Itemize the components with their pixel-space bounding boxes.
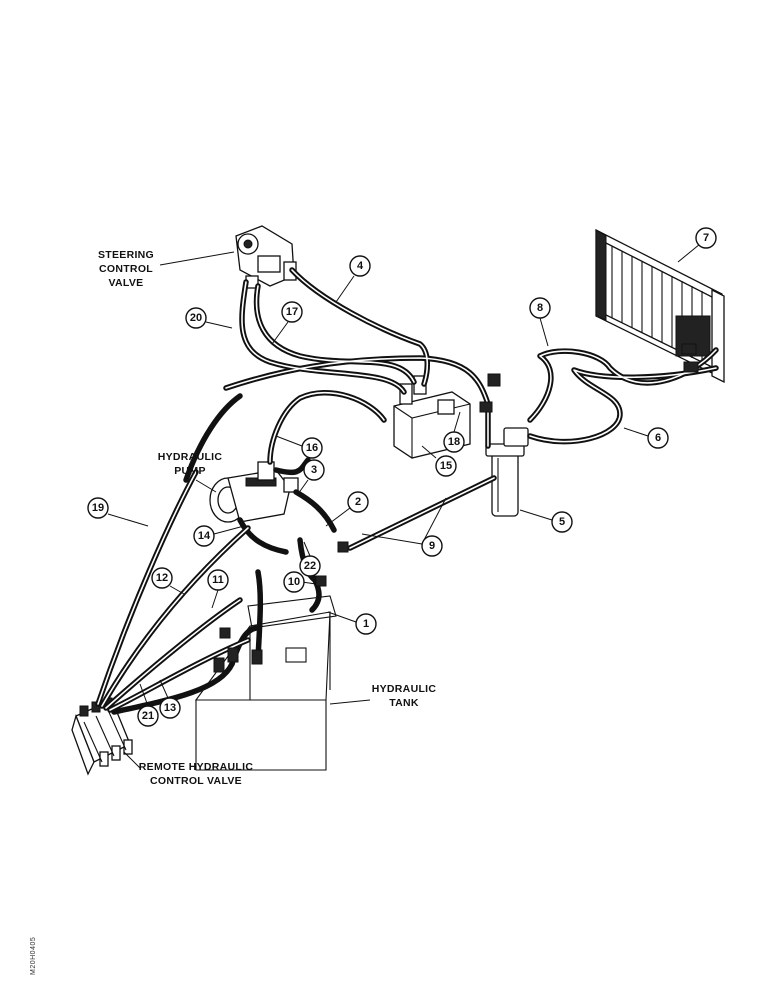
callout-10: 10 (283, 571, 317, 593)
callout-1: 1 (327, 611, 377, 635)
steering-control-valve (235, 225, 297, 289)
callout-18: 18 (443, 411, 465, 453)
svg-text:10: 10 (288, 576, 300, 588)
svg-text:2: 2 (355, 496, 361, 508)
callout-20: 20 (185, 307, 233, 329)
svg-text:5: 5 (559, 516, 565, 528)
svg-text:7: 7 (703, 232, 709, 244)
svg-text:18: 18 (448, 436, 460, 448)
label-remote-control-valve: REMOTE HYDRAULIC CONTROL VALVE (123, 751, 254, 787)
figure-code: M20H0405 (30, 936, 37, 975)
hose-highlights (97, 269, 717, 711)
hydraulic-pump (209, 461, 299, 523)
callout-17: 17 (271, 301, 303, 345)
label-steering-line-1: STEERING (98, 249, 154, 261)
label-hydraulic-pump: HYDRAULIC PUMP (158, 451, 223, 493)
callout-5: 5 (519, 509, 573, 533)
svg-text:22: 22 (304, 560, 316, 572)
callout-14: 14 (193, 525, 245, 547)
callout-11: 11 (207, 569, 229, 609)
callout-16: 16 (275, 435, 323, 459)
callout-12: 12 (151, 567, 185, 595)
svg-text:15: 15 (440, 460, 452, 472)
callout-4: 4 (335, 255, 371, 303)
svg-text:3: 3 (311, 464, 317, 476)
callout-22: 22 (299, 541, 321, 577)
svg-text:16: 16 (306, 442, 318, 454)
callout-13: 13 (159, 679, 181, 719)
oil-cooler (595, 228, 725, 384)
callout-21: 21 (137, 683, 159, 727)
label-steering-control-valve: STEERING CONTROL VALVE (98, 249, 235, 289)
callout-2: 2 (325, 491, 369, 527)
svg-text:21: 21 (142, 710, 154, 722)
svg-text:4: 4 (357, 260, 364, 272)
svg-text:1: 1 (363, 618, 369, 630)
svg-text:12: 12 (156, 572, 168, 584)
label-steering-line-2: CONTROL (99, 263, 153, 275)
svg-text:19: 19 (92, 502, 104, 514)
label-tank-line-1: HYDRAULIC (372, 683, 437, 695)
callout-9: 9 (361, 497, 447, 557)
label-tank-line-2: TANK (389, 697, 419, 709)
label-remote-line-1: REMOTE HYDRAULIC (139, 761, 254, 773)
svg-text:9: 9 (429, 540, 435, 552)
callout-6: 6 (623, 427, 669, 449)
label-pump-line-1: HYDRAULIC (158, 451, 223, 463)
svg-text:6: 6 (655, 432, 661, 444)
svg-text:11: 11 (212, 574, 224, 586)
label-pump-line-2: PUMP (174, 465, 206, 477)
svg-text:20: 20 (190, 312, 202, 324)
oil-filter (485, 427, 529, 517)
svg-text:8: 8 (537, 302, 543, 314)
callout-15: 15 (421, 445, 457, 477)
svg-text:17: 17 (286, 306, 298, 318)
label-hydraulic-tank: HYDRAULIC TANK (329, 683, 437, 709)
callout-3: 3 (297, 459, 325, 495)
callout-19: 19 (87, 497, 149, 527)
label-remote-line-2: CONTROL VALVE (150, 775, 242, 787)
callout-7: 7 (677, 227, 717, 263)
hoses (95, 267, 719, 715)
svg-text:13: 13 (164, 702, 176, 714)
fittings (213, 343, 699, 673)
label-steering-line-3: VALVE (109, 277, 144, 289)
hydraulic-tank (194, 595, 337, 771)
svg-text:14: 14 (198, 530, 211, 542)
callout-8: 8 (529, 297, 551, 347)
